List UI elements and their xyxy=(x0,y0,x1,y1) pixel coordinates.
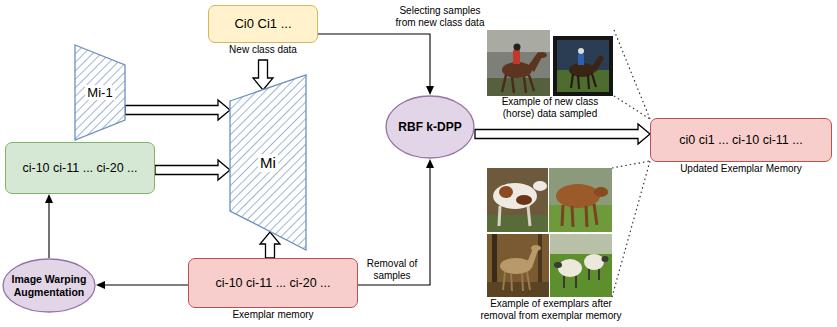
process-ellipse: RBF k-DPP xyxy=(385,95,475,159)
edge-label: Removal of samples xyxy=(358,258,426,282)
node-text: ci-10 ci-11 ... ci-20 ... xyxy=(22,161,137,176)
deer-photo xyxy=(487,234,549,297)
node-text: ci0 ci1 ... ci-10 ci-11 ... xyxy=(679,133,802,148)
cow-photo xyxy=(487,168,548,232)
node-text: Image Warping Augmentation xyxy=(10,273,88,298)
node-text: Ci0 Ci1 ... xyxy=(234,16,291,32)
caption-label: Exemplar memory xyxy=(232,309,313,321)
arrow-line xyxy=(96,281,188,289)
block-arrow xyxy=(475,124,650,144)
caption-label: Updated Exemplar Memory xyxy=(680,163,802,175)
data-box: Ci0 Ci1 ...New class data xyxy=(208,5,318,43)
node-text: ci-10 ci-11 ... ci-20 ... xyxy=(215,276,330,291)
model-trapezoid: Mi xyxy=(230,75,306,250)
edge-label: Selecting samples from new class data xyxy=(390,5,490,29)
memory-box: ci-10 ci-11 ... ci-20 ...Exemplar memory xyxy=(188,258,358,308)
image-caption: Example of new class (horse) data sample… xyxy=(495,96,605,120)
process-ellipse: Image Warping Augmentation xyxy=(2,258,96,313)
sheep-photo xyxy=(550,234,612,297)
node-text: Mi-1 xyxy=(85,85,114,101)
leader-line xyxy=(612,30,650,297)
block-arrow xyxy=(125,100,230,120)
arrow-line xyxy=(45,194,53,258)
horse-photo xyxy=(553,36,613,96)
horse-photo xyxy=(487,30,550,96)
caption-label: New class data xyxy=(229,44,297,56)
image-caption: Example of exemplars after removal from … xyxy=(471,298,631,322)
block-arrow xyxy=(253,60,273,90)
block-arrow xyxy=(260,232,280,258)
model-trapezoid: Mi-1 xyxy=(75,45,125,140)
block-arrow xyxy=(155,160,230,180)
node-text: Mi xyxy=(258,154,278,172)
node-text: RBF k-DPP xyxy=(398,120,461,134)
arrow-line xyxy=(358,159,434,285)
cow-photo xyxy=(549,168,612,232)
augmented-memory-box: ci-10 ci-11 ... ci-20 ... xyxy=(5,142,155,194)
arrow-line xyxy=(318,34,434,95)
memory-box: ci0 ci1 ... ci-10 ci-11 ...Updated Exemp… xyxy=(650,118,832,162)
